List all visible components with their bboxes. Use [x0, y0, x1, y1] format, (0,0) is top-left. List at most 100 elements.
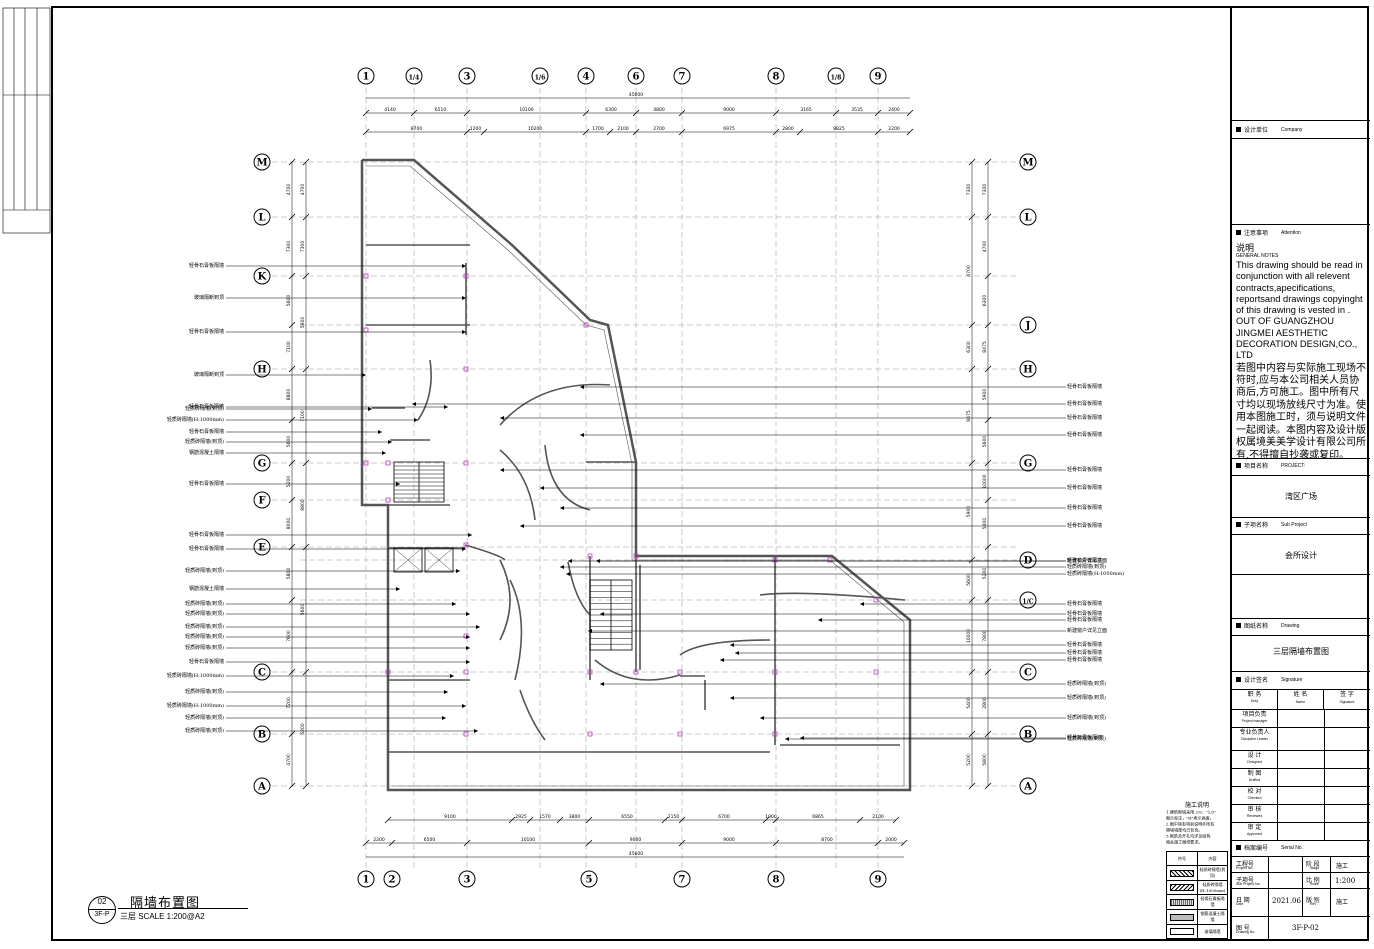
leader-arrow [466, 635, 470, 639]
wall-type-label-left: 轻骨石膏板隔墙 [188, 263, 224, 269]
top-dim-tick [463, 109, 471, 117]
left-dim-tick [288, 365, 296, 373]
right-dim2-tick [968, 730, 976, 738]
leader-arrow [580, 433, 584, 437]
left-dim-tick [288, 272, 296, 280]
legend-head: 符号 [1166, 851, 1198, 866]
right-dim2-tick [968, 556, 976, 564]
right-dim2-value: 7300 [966, 184, 972, 196]
top-dim2-tick [480, 128, 488, 136]
structural-column [772, 557, 778, 563]
axis-bubble-top-label: 6 [633, 72, 640, 83]
leader-arrow [580, 385, 584, 389]
axis-bubble-right [1019, 551, 1037, 569]
bottom-dim2-tick [900, 839, 908, 847]
project-label-en: PROJECT: [1281, 462, 1306, 469]
curved-partition [594, 659, 681, 681]
legend-item: 钢筋混凝土隔墙 [1197, 909, 1228, 925]
axis-bubble-bottom-label: 1 [363, 875, 370, 886]
axis-bubble-bottom [673, 870, 691, 888]
notes-chinese: 若图中内容与实际施工现场不符时,应与本公司相关人员协商后,方可施工。图中所有尺寸… [1236, 362, 1366, 461]
top-dim-tick [772, 109, 780, 117]
exterior-wall [360, 158, 912, 792]
structural-column [772, 669, 778, 675]
structural-column [633, 553, 639, 559]
top-dim2-value: 6975 [723, 126, 735, 132]
leader-arrow [452, 602, 456, 606]
structural-column [677, 669, 683, 675]
top-dim-value: 6510 [435, 107, 447, 113]
bottom-dim-value: 9100 [444, 814, 456, 820]
bottom-dim2-tick [463, 839, 471, 847]
sheet-code: 3F-P [94, 911, 110, 918]
wall-type-label-left: 轻质砖隔墙(到顶) [185, 715, 224, 721]
top-dim2-tick [362, 128, 370, 136]
notes-line: 隔墙墙厚均已包含。 [1166, 829, 1203, 834]
curved-partition [499, 559, 511, 641]
axis-bubble-right-label: M [1022, 158, 1033, 169]
signature-label: 设计签名 [1244, 678, 1269, 684]
bottom-dim2-value: 8700 [821, 837, 833, 843]
left-dim2-tick [302, 668, 310, 676]
legend-item: 玻璃隔墙 [1197, 924, 1228, 939]
right-dim-tick [984, 272, 992, 280]
elevator-cross [424, 547, 454, 573]
bottom-dim-tick [508, 816, 516, 824]
structural-column [827, 557, 833, 563]
bottom-dim-tick [526, 816, 534, 824]
left-dim-value: 7100 [286, 341, 292, 353]
axis-bubble-top-label: 1/4 [409, 75, 420, 82]
structural-column [583, 322, 589, 328]
drawing-value: 三层隔墙布置图 [1273, 647, 1329, 656]
attention-section [1232, 224, 1370, 225]
axis-bubble-left-label: F [258, 496, 265, 507]
top-dim2-tick [606, 128, 614, 136]
left-dim-value: 5200 [286, 476, 292, 488]
right-dim2-value: 5400 [966, 697, 972, 709]
axis-bubble-top [577, 67, 595, 85]
bottom-dim-value: 6700 [718, 814, 730, 820]
top-dim2-value: 10200 [528, 126, 542, 132]
wall-type-label-right: 轻质砖隔墙(到顶) [1067, 715, 1106, 721]
leader-arrow [466, 612, 470, 616]
curved-partition [679, 639, 771, 656]
bottom-dim-tick [384, 816, 392, 824]
curved-partition [509, 579, 523, 681]
leader-arrow [720, 658, 724, 662]
wall-type-label-right: 轻骨石膏板隔墙 [1067, 650, 1103, 656]
axis-bubble-top [531, 67, 549, 85]
right-dim-tick [984, 730, 992, 738]
attention-label-en: Attention [1281, 229, 1301, 236]
axis-bubble-left-label: H [257, 365, 266, 376]
axis-bubble-top-label: 1/8 [831, 75, 842, 82]
left-dim-tick [288, 321, 296, 329]
leader-arrow [414, 418, 418, 422]
axis-bubble-bottom-label: 9 [875, 875, 882, 886]
curved-partition [499, 383, 611, 426]
sheet-number-circle [88, 896, 116, 924]
signature-label-en: Signature [1281, 676, 1303, 683]
right-dim-value: 5400 [982, 518, 988, 530]
leader-arrow [396, 482, 400, 486]
left-dim2-value: 7300 [300, 241, 306, 253]
wall-type-label-left: 轻质砖隔墙(到顶) [185, 601, 224, 607]
project-value: 湾区广场 [1285, 492, 1317, 501]
notes-title: 施工说明 [1184, 802, 1209, 809]
axis-bubble-bottom [357, 870, 375, 888]
elevator-cross [393, 547, 423, 573]
axis-bubble-right [1019, 153, 1037, 171]
axis-bubble-left-label: M [256, 158, 267, 169]
leader-arrow [368, 407, 372, 411]
left-dim-value: 4700 [286, 754, 292, 766]
company-label-en: Company [1281, 126, 1303, 133]
wall-type-label-right: 新建窗户详见立面 [1067, 558, 1108, 564]
right-dim-tick [984, 365, 992, 373]
top-dim2-tick [906, 128, 914, 136]
company-section [1232, 120, 1370, 121]
legend-table: 符号内容 轻质砖隔墙(到顶) 轻质砖隔墙(H:1000mm) 轻骨石膏板隔墙 钢… [1166, 851, 1228, 939]
structural-column [385, 669, 391, 675]
left-dim-tick [288, 213, 296, 221]
